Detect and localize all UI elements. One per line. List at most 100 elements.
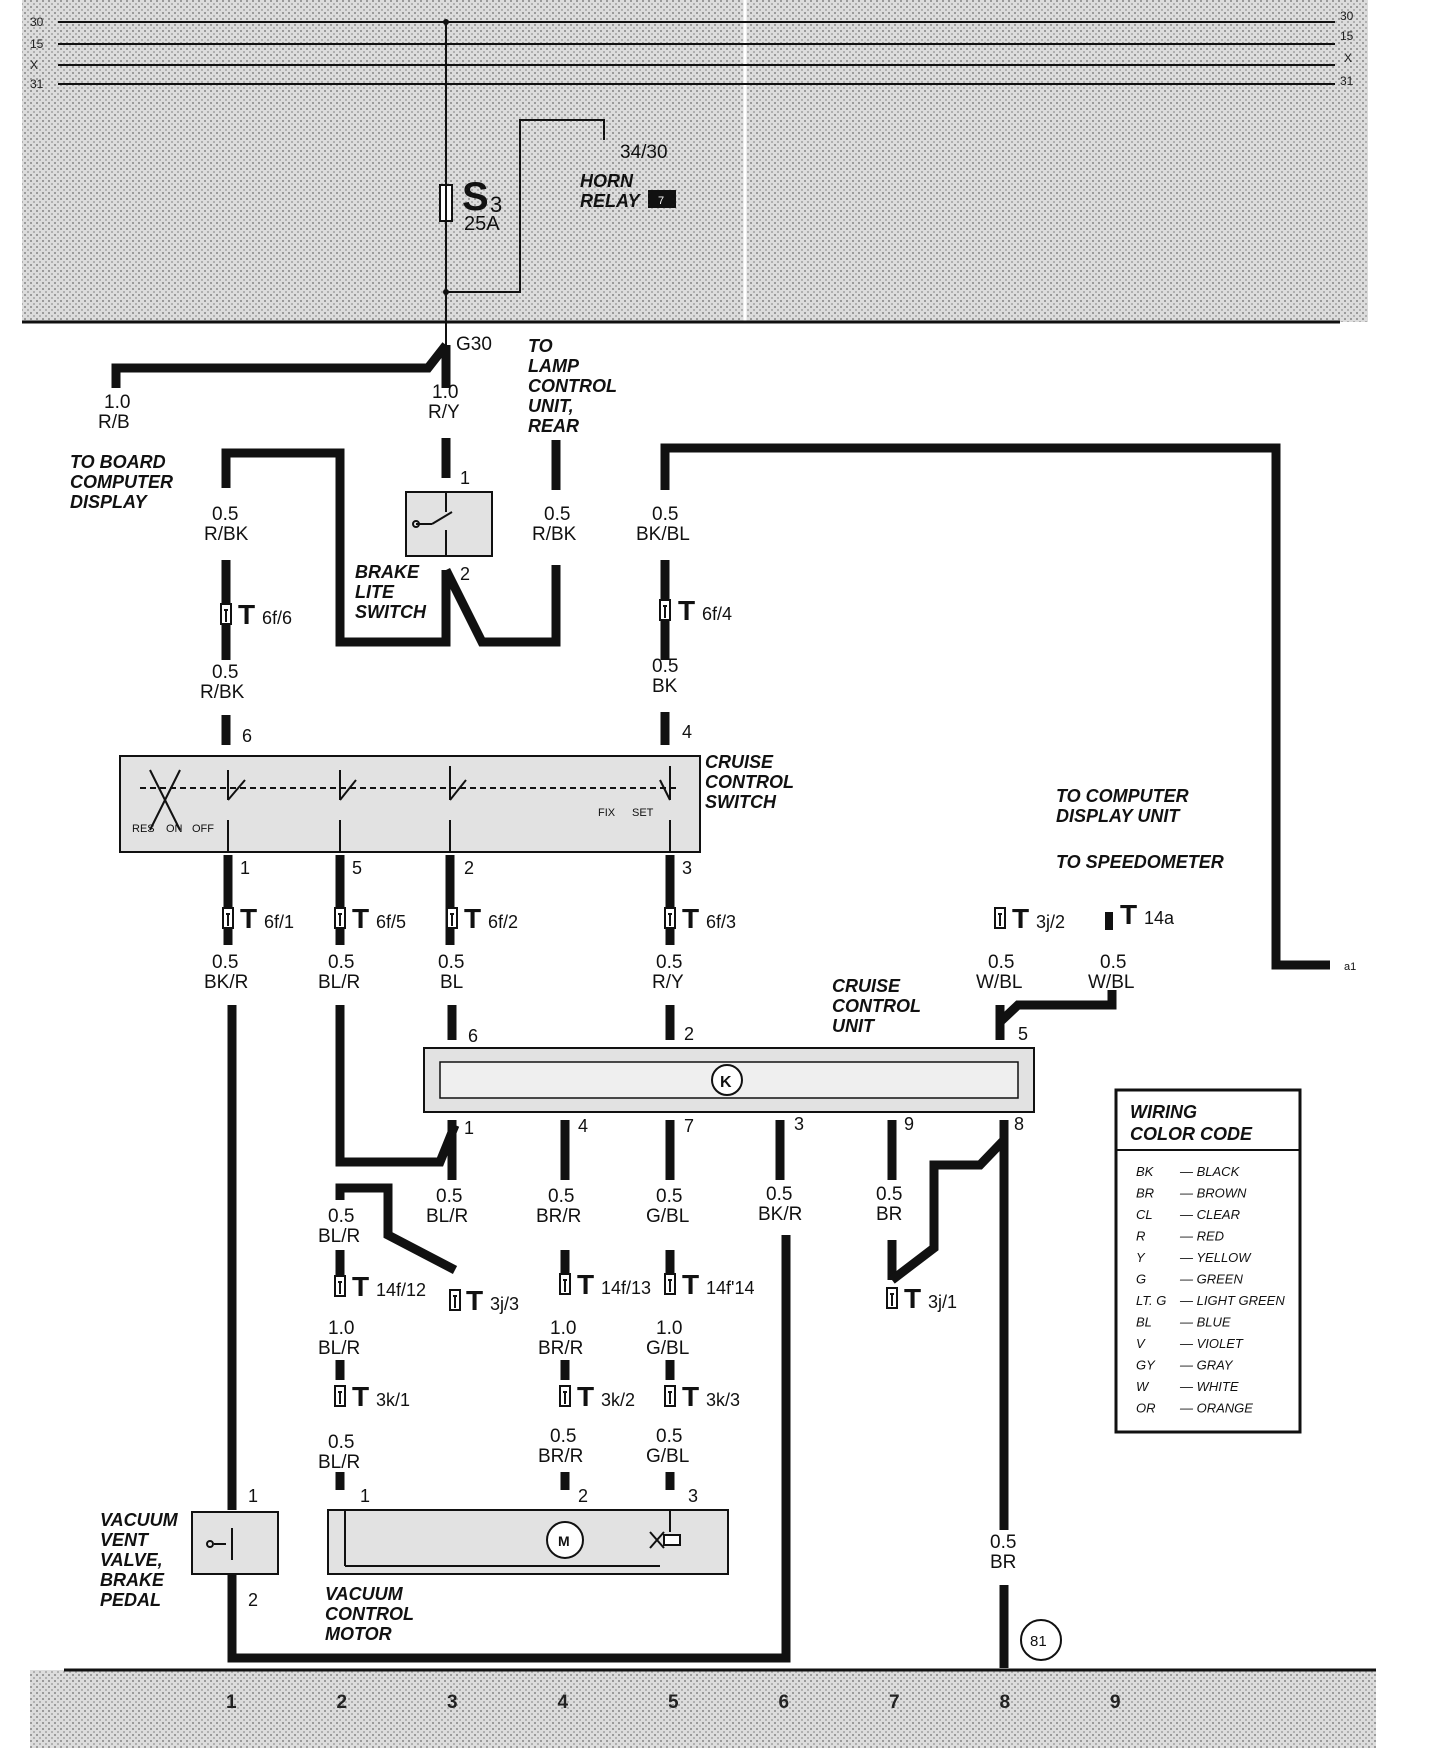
brake-switch-line-3: SWITCH (355, 602, 427, 622)
wire-wbl1-color: W/BL (976, 972, 1022, 993)
ccs-pin-1: 1 (240, 858, 250, 878)
legend-code: GY (1136, 1358, 1156, 1373)
vcm-pin-1: 1 (360, 1486, 370, 1506)
connector-t14a: T 14a (1105, 899, 1175, 930)
connector-t3j1-sub: 3j/1 (928, 1292, 957, 1312)
legend-color-name: — VIOLET (1179, 1336, 1244, 1351)
brake-pin-1: 1 (460, 468, 470, 488)
connector-t3k1-main: T (352, 1381, 369, 1412)
connector-t14a-main: T (1120, 899, 1137, 930)
connector-t6f1-sub: 6f/1 (264, 912, 294, 932)
ccu-pin-2: 2 (684, 1024, 694, 1044)
vacuum-motor-line-2: CONTROL (325, 1604, 414, 1624)
wire-blr5-size: 0.5 (328, 1432, 354, 1453)
to-lamp-line-1: TO (528, 336, 553, 356)
vacuum-vent-line-5: PEDAL (100, 1590, 161, 1610)
footer-column-number: 4 (558, 1692, 569, 1713)
wire-rbk-c-size: 0.5 (212, 662, 238, 683)
legend-title-1: WIRING (1130, 1102, 1197, 1122)
to-speedometer: TO SPEEDOMETER (1056, 852, 1224, 872)
connector-t3j2-main: T (1012, 903, 1029, 934)
wire-ry1-size: 1.0 (432, 382, 458, 403)
connector-t3j2: T 3j/2 (994, 903, 1065, 934)
to-board-line-1: TO BOARD (70, 452, 166, 472)
wire-rbk-a-size: 0.5 (212, 504, 238, 525)
ground-ref-number: 81 (1030, 1633, 1047, 1650)
ccu-pin-7: 7 (684, 1116, 694, 1136)
wire-brr2-color: BR/R (538, 1338, 583, 1359)
vcm-pin-2: 2 (578, 1486, 588, 1506)
vacuum-motor-line-1: VACUUM (325, 1584, 404, 1604)
connector-t6f2: T 6f/2 (446, 903, 518, 934)
wire-gbl1-size: 0.5 (656, 1186, 682, 1207)
cruise-switch-line-2: CONTROL (705, 772, 794, 792)
connector-t6f5-sub: 6f/5 (376, 912, 406, 932)
to-lamp-line-3: CONTROL (528, 376, 617, 396)
bus-label-30-left: 30 (30, 15, 44, 29)
legend-color-name: — YELLOW (1179, 1250, 1252, 1265)
bus-label-15-left: 15 (30, 37, 44, 51)
legend-code: R (1136, 1229, 1145, 1244)
to-computer-line-2: DISPLAY UNIT (1056, 806, 1181, 826)
connector-t3j3-main: T (466, 1285, 483, 1316)
wire-labels: 1.0 R/B 1.0 R/Y 0.5 R/BK 0.5 R/BK 0.5 BK… (98, 382, 1134, 1573)
connector-t14f14-sub: 14f'14 (706, 1278, 754, 1298)
wire-blr5-color: BL/R (318, 1452, 360, 1473)
ccu-pin-9: 9 (904, 1114, 914, 1134)
wire-bkr1-size: 0.5 (212, 952, 238, 973)
connector-t14f12: T 14f/12 (334, 1271, 426, 1302)
connector-t14f13: T 14f/13 (559, 1269, 651, 1300)
legend-code: BL (1136, 1315, 1152, 1330)
horn-relay: 34/30 HORN RELAY 7 (446, 119, 676, 293)
legend-color-name: — BLACK (1179, 1164, 1241, 1179)
legend-code: OR (1136, 1401, 1156, 1416)
connector-t6f4: T 6f/4 (659, 595, 732, 626)
cruise-switch-line-1: CRUISE (705, 752, 774, 772)
connector-t3j3: T 3j/3 (449, 1285, 519, 1316)
ccs-pin-3: 3 (682, 858, 692, 878)
connector-t6f2-main: T (464, 903, 481, 934)
brake-switch-line-2: LITE (355, 582, 395, 602)
footer-column-number: 9 (1110, 1692, 1121, 1713)
vacuum-control-motor: M 1 2 3 (327, 1486, 729, 1575)
connector-t6f1-main: T (240, 903, 257, 934)
wire-bk-color: BK (652, 676, 678, 697)
wire-bkbl-color: BK/BL (636, 524, 690, 545)
wire-gbl2-color: G/BL (646, 1338, 689, 1359)
connector-t6f4-sub: 6f/4 (702, 604, 732, 624)
legend-code: BK (1136, 1164, 1155, 1179)
legend-color-name: — GRAY (1179, 1358, 1234, 1373)
footer-column-number: 6 (779, 1692, 790, 1713)
to-lamp-line-4: UNIT, (528, 396, 574, 416)
legend-color-name: — CLEAR (1179, 1207, 1240, 1222)
to-board-line-2: COMPUTER (70, 472, 173, 492)
connector-t3k1: T 3k/1 (334, 1381, 410, 1412)
to-board-line-3: DISPLAY (70, 492, 149, 512)
cruise-unit-line-3: UNIT (832, 1016, 876, 1036)
wire-brr1-color: BR/R (536, 1206, 581, 1227)
bus-label-15-right: 15 (1340, 29, 1354, 43)
legend-code: V (1136, 1336, 1146, 1351)
legend-code: BR (1136, 1186, 1154, 1201)
vacuum-motor-line-3: MOTOR (325, 1624, 392, 1644)
wires (111, 342, 1330, 1668)
connector-t3k3-sub: 3k/3 (706, 1390, 740, 1410)
bus-label-31-right: 31 (1340, 74, 1354, 88)
wire-br2-size: 0.5 (990, 1532, 1016, 1553)
wire-wbl1-size: 0.5 (988, 952, 1014, 973)
ccu-pin-3: 3 (794, 1114, 804, 1134)
vacuum-vent-line-1: VACUUM (100, 1510, 179, 1530)
connector-t3j2-sub: 3j/2 (1036, 912, 1065, 932)
connector-t6f6-main: T (238, 599, 255, 630)
connector-t6f5-main: T (352, 903, 369, 934)
connector-t3k1-sub: 3k/1 (376, 1390, 410, 1410)
horn-relay-badge: 7 (658, 195, 664, 207)
ccs-pin-5: 5 (352, 858, 362, 878)
footer-column-number: 8 (1000, 1692, 1011, 1713)
wire-wbl2-size: 0.5 (1100, 952, 1126, 973)
wire-rbk-a-color: R/BK (204, 524, 249, 545)
legend-code: CL (1136, 1207, 1153, 1222)
